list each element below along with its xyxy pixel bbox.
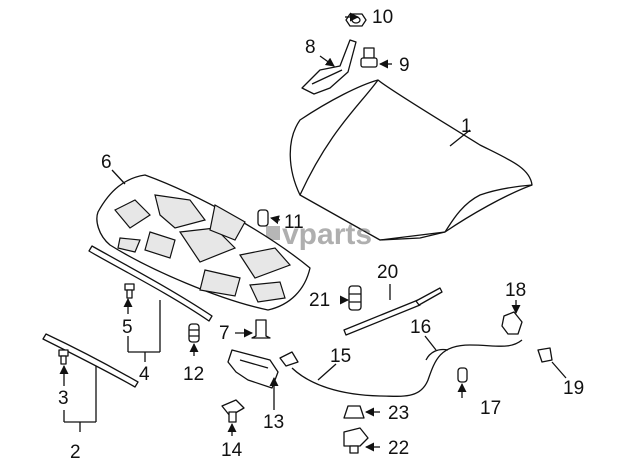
callout-17: 17: [480, 398, 501, 419]
callout-19: 19: [563, 378, 584, 399]
release-cable[interactable]: [291, 339, 523, 397]
nut-10[interactable]: [345, 13, 367, 27]
callout-7: 7: [219, 323, 230, 344]
bumper-23[interactable]: [343, 405, 365, 419]
release-handle[interactable]: [501, 311, 523, 335]
bolt-9[interactable]: [360, 47, 378, 68]
watermark-text: vparts: [282, 218, 372, 251]
callout-12: 12: [183, 364, 204, 385]
callout-22: 22: [388, 438, 409, 459]
callout-20: 20: [377, 262, 398, 283]
clip-7[interactable]: [251, 319, 271, 339]
callout-4: 4: [139, 364, 150, 385]
leader-lines: [59, 12, 567, 452]
stopper-21[interactable]: [348, 285, 362, 311]
clip-3[interactable]: [58, 349, 69, 365]
hood-insulator[interactable]: [96, 174, 311, 311]
callout-8: 8: [305, 37, 316, 58]
watermark: vparts: [266, 218, 372, 251]
hood-panel[interactable]: [289, 79, 533, 241]
callout-2: 2: [70, 442, 81, 463]
callout-13: 13: [263, 412, 284, 433]
hood-prop-rod[interactable]: [343, 287, 443, 336]
callout-21: 21: [309, 290, 330, 311]
callout-9: 9: [399, 55, 410, 76]
callout-1: 1: [461, 116, 472, 137]
callout-23: 23: [388, 403, 409, 424]
callout-labels: 1 2 3 4 5 6 7 8 9 10 11 12 13 14 15 16 1…: [58, 7, 584, 463]
bumper-stopper-11[interactable]: [257, 209, 269, 227]
callout-3: 3: [58, 388, 69, 409]
hood-hinge[interactable]: [301, 39, 357, 95]
hood-seal[interactable]: [42, 333, 139, 388]
grommet-22[interactable]: [343, 427, 369, 454]
callout-15: 15: [330, 346, 351, 367]
bumper-12[interactable]: [188, 323, 200, 343]
callout-6: 6: [101, 152, 112, 173]
clip-17[interactable]: [457, 367, 468, 383]
bolt-14[interactable]: [221, 399, 245, 423]
callout-5: 5: [122, 317, 133, 338]
bracket-19[interactable]: [537, 347, 553, 363]
callout-11: 11: [284, 212, 304, 233]
callout-16: 16: [410, 317, 431, 338]
hood-weatherstrip[interactable]: [88, 245, 213, 322]
hood-latch[interactable]: [227, 349, 299, 389]
clip-5[interactable]: [124, 283, 135, 299]
callout-10: 10: [372, 7, 393, 28]
callout-14: 14: [221, 440, 243, 461]
callout-18: 18: [505, 280, 526, 301]
